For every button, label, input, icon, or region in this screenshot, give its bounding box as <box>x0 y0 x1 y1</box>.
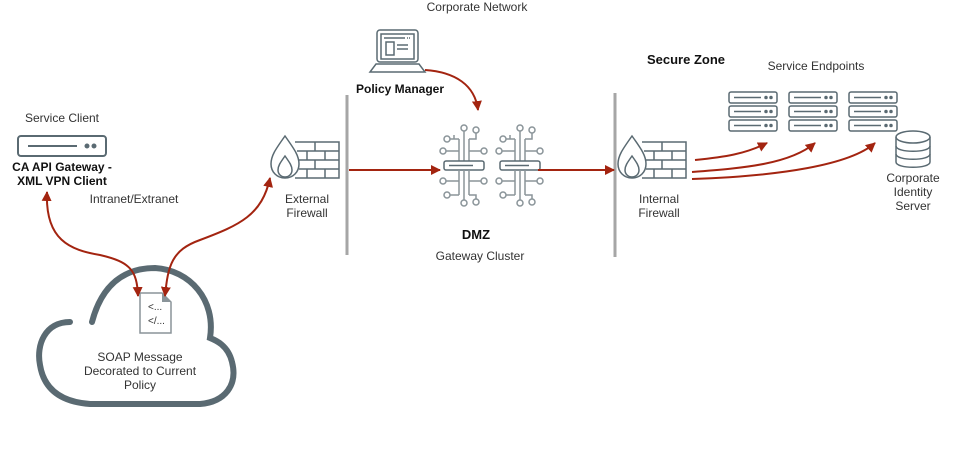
endpoint-arrow-1 <box>694 142 768 161</box>
secure-zone-label: Secure Zone <box>646 52 726 67</box>
database-icon <box>895 130 931 168</box>
endpoint-arrow-2 <box>691 142 816 173</box>
laptop-icon <box>368 29 427 73</box>
intranet-extranet-label: Intranet/Extranet <box>89 192 179 206</box>
gateway-cluster-label: Gateway Cluster <box>435 249 525 263</box>
gateway-cluster-icon <box>439 124 544 207</box>
soap-message-label: SOAP Message Decorated to Current Policy <box>83 350 197 392</box>
cloud-icon <box>36 264 237 407</box>
doc-line-1: <... <box>148 302 163 313</box>
service-client-label: Service Client <box>24 111 100 125</box>
policy-manager-label: Policy Manager <box>355 82 445 96</box>
internal-firewall-icon <box>617 134 687 179</box>
server-rack-icon <box>728 91 778 132</box>
server-appliance-icon <box>17 135 107 157</box>
doc-line-2: </... <box>148 316 165 327</box>
client-cloud-arrow <box>41 191 143 297</box>
external-firewall-icon <box>270 134 340 179</box>
server-rack-icon <box>788 91 838 132</box>
client-name-label: CA API Gateway - XML VPN Client <box>12 160 112 188</box>
identity-server-label: Corporate Identity Server <box>886 171 940 213</box>
external-firewall-label: External Firewall <box>284 192 330 220</box>
policy-manager-arrow <box>424 69 482 111</box>
internal-firewall-label: Internal Firewall <box>638 192 680 220</box>
dmz-label: DMZ <box>461 227 491 242</box>
endpoint-arrow-3 <box>691 142 876 180</box>
service-endpoints-label: Service Endpoints <box>767 59 865 73</box>
cloud-firewall-arrow <box>160 177 273 297</box>
server-rack-icon <box>848 91 898 132</box>
corporate-network-label: Corporate Network <box>426 0 528 14</box>
